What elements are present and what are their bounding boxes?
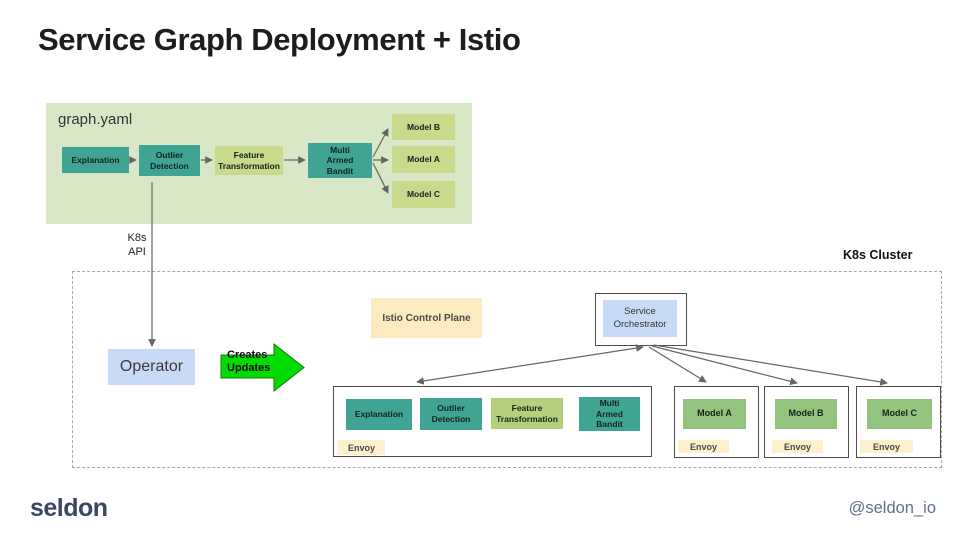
node-model-a: Model A: [392, 146, 455, 173]
operator-box: Operator: [108, 349, 195, 385]
envoy-sidecar-model-c: Envoy: [860, 440, 913, 453]
graph-yaml-panel: graph.yaml Explanation Outlier Detection…: [46, 103, 472, 224]
node-multi-armed-bandit-label: Multi Armed Bandit: [326, 144, 354, 176]
node-explanation: Explanation: [62, 147, 129, 173]
pipeline-deployment-container: Explanation Outlier Detection Feature Tr…: [333, 386, 652, 457]
twitter-handle: @seldon_io: [848, 499, 936, 517]
model-a-box: Model A: [683, 399, 746, 429]
node-model-c: Model C: [392, 181, 455, 208]
pipeline-node-multi-armed-bandit-label: Multi Armed Bandit: [596, 398, 623, 430]
service-orchestrator-box: Service Orchestrator: [603, 300, 677, 337]
service-orchestrator-container: Service Orchestrator: [595, 293, 687, 346]
pipeline-node-explanation: Explanation: [346, 399, 412, 430]
node-multi-armed-bandit: Multi Armed Bandit: [308, 143, 372, 178]
creates-updates-label: Creates Updates: [227, 349, 271, 375]
k8s-api-label: K8s API: [127, 232, 147, 258]
pipeline-node-feature-transformation: Feature Transformation: [491, 398, 563, 429]
istio-control-plane-box: Istio Control Plane: [371, 298, 482, 338]
model-b-container: Model B Envoy: [764, 386, 849, 458]
model-c-container: Model C Envoy: [856, 386, 941, 458]
page-title: Service Graph Deployment + Istio: [38, 22, 521, 57]
envoy-sidecar-pipeline: Envoy: [338, 440, 385, 455]
pipeline-node-multi-armed-bandit: Multi Armed Bandit: [579, 397, 640, 431]
node-outlier-detection: Outlier Detection: [139, 145, 200, 176]
pipeline-node-outlier-detection: Outlier Detection: [420, 398, 482, 430]
node-model-b: Model B: [392, 114, 455, 140]
model-c-box: Model C: [867, 399, 932, 429]
model-b-box: Model B: [775, 399, 837, 429]
k8s-cluster-boundary: [72, 271, 942, 468]
node-feature-transformation: Feature Transformation: [215, 146, 283, 175]
graph-yaml-label: graph.yaml: [58, 111, 133, 128]
k8s-cluster-label: K8s Cluster: [843, 248, 913, 262]
envoy-sidecar-model-b: Envoy: [772, 440, 823, 453]
model-a-container: Model A Envoy: [674, 386, 759, 458]
envoy-sidecar-model-a: Envoy: [678, 440, 729, 453]
seldon-logo: seldon: [30, 494, 108, 522]
